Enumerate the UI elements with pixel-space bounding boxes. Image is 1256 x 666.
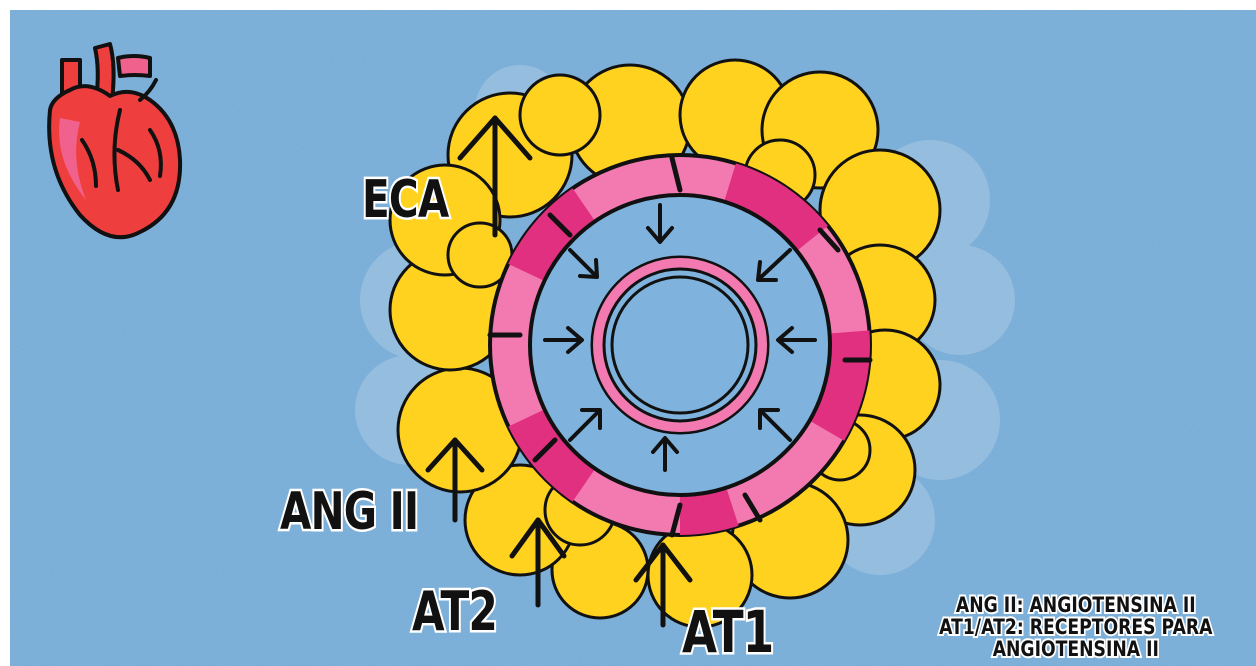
legend-line-2: AT1/AT2: RECEPTORES PARA — [904, 616, 1248, 638]
ang2-label: ANG II — [280, 482, 418, 542]
legend-line-3: ANGIOTENSINA II — [904, 638, 1248, 660]
eca-label: ECA — [362, 170, 449, 230]
legend: ANG II: ANGIOTENSINA II AT1/AT2: RECEPTO… — [904, 594, 1248, 660]
at1-label: AT1 — [682, 598, 774, 666]
legend-line-1: ANG II: ANGIOTENSINA II — [904, 594, 1248, 616]
vessel-lumen — [592, 257, 768, 433]
at2-label: AT2 — [412, 580, 497, 643]
